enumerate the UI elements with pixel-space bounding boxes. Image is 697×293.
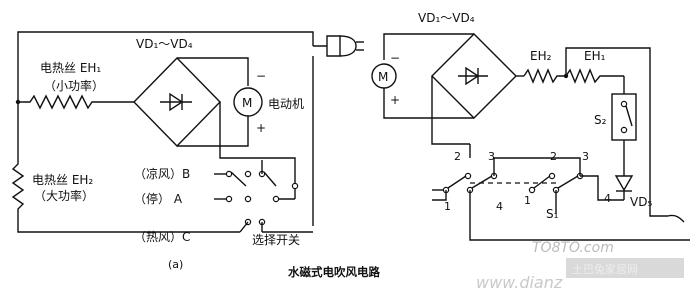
eh1-label-line1: 电热丝 EH₁ [40,61,101,75]
right-eh2-resistor [523,68,566,84]
vd5-diode [614,172,634,200]
left-top-wire [17,31,314,160]
left-motor-minus: − [256,69,266,83]
s2-label: S₂ [594,113,607,127]
left-sub-caption: (a) [168,258,183,271]
s1-pin-4a: 4 [496,200,503,213]
eh2-label-line1: 电热丝 EH₂ [32,173,93,187]
eh1-resistor [18,94,134,110]
watermark-cn-logo: 土巴兔家居网 [572,262,638,276]
left-bridge-label: VD₁～VD₄ [136,37,193,51]
selector-switch: （凉风）B （停） A （热风）C [134,160,313,244]
right-bridge-label: VD₁～VD₄ [418,11,475,25]
s1-label: S₁ [546,207,559,221]
switch-label: 选择开关 [252,233,300,247]
right-circuit: M − + VD₁～VD₄ EH₂ EH₁ [371,11,690,241]
eh1-label-line2: （小功率） [44,78,104,93]
left-motor-plus: + [256,121,266,135]
left-bridge-rectifier [133,56,221,148]
right-motor-plus: + [390,93,400,107]
right-motor-minus: − [390,51,400,65]
s1-pin-4b: 4 [604,192,611,205]
watermark-cn-logo-bg [566,258,684,278]
watermark: TO8TO.com 土巴兔家居网 www.dianz [476,240,684,292]
watermark-logo: TO8TO.com [532,240,614,256]
s1-pin-2a: 2 [454,150,461,163]
right-eh2-label: EH₂ [530,49,552,63]
s1-pin-2b: 2 [550,150,557,163]
right-bridge-left-wire [431,76,470,145]
switch-pos-c-label: （热风）C [134,230,190,244]
left-bridge-switch-wire [219,102,296,184]
switch-pos-a-label: （停） A [134,191,183,206]
left-bridge-motor-wire-top [177,57,249,86]
right-bridge-rectifier [431,33,517,119]
left-power-plug [312,35,364,226]
s1-switch [432,144,650,241]
right-motor-symbol: M [378,70,388,84]
right-top-rail [565,47,668,217]
left-motor-label: 电动机 [268,97,304,111]
switch-pos-b-label: （凉风）B [134,166,190,181]
diagram-caption: 水磁式电吹风电路 [288,265,380,279]
left-junction-eh1 [15,99,21,105]
right-eh1-resistor [565,68,624,84]
s1-pin-1a: 1 [444,200,451,213]
watermark-url: www.dianz [476,273,563,292]
eh2-resistor [11,160,240,233]
vd5-label: VD₅ [630,195,652,209]
right-motor-bottom-wire [383,88,474,119]
right-power-plug [650,214,690,241]
s1-pin-3a: 3 [488,150,495,163]
s2-switch [611,76,637,172]
right-eh1-label: EH₁ [584,49,606,63]
left-circuit: 电热丝 EH₁ （小功率） 电热丝 EH₂ （大功率） VD₁～VD₄ M 电动… [11,31,364,271]
s1-pin-3b: 3 [582,150,589,163]
s1-pin-1b: 1 [524,194,531,207]
left-motor-symbol: M [242,96,252,110]
left-bridge-motor-wire-bottom [177,116,249,147]
eh2-label-line2: （大功率） [34,188,94,203]
right-motor-top-wire [383,33,474,60]
